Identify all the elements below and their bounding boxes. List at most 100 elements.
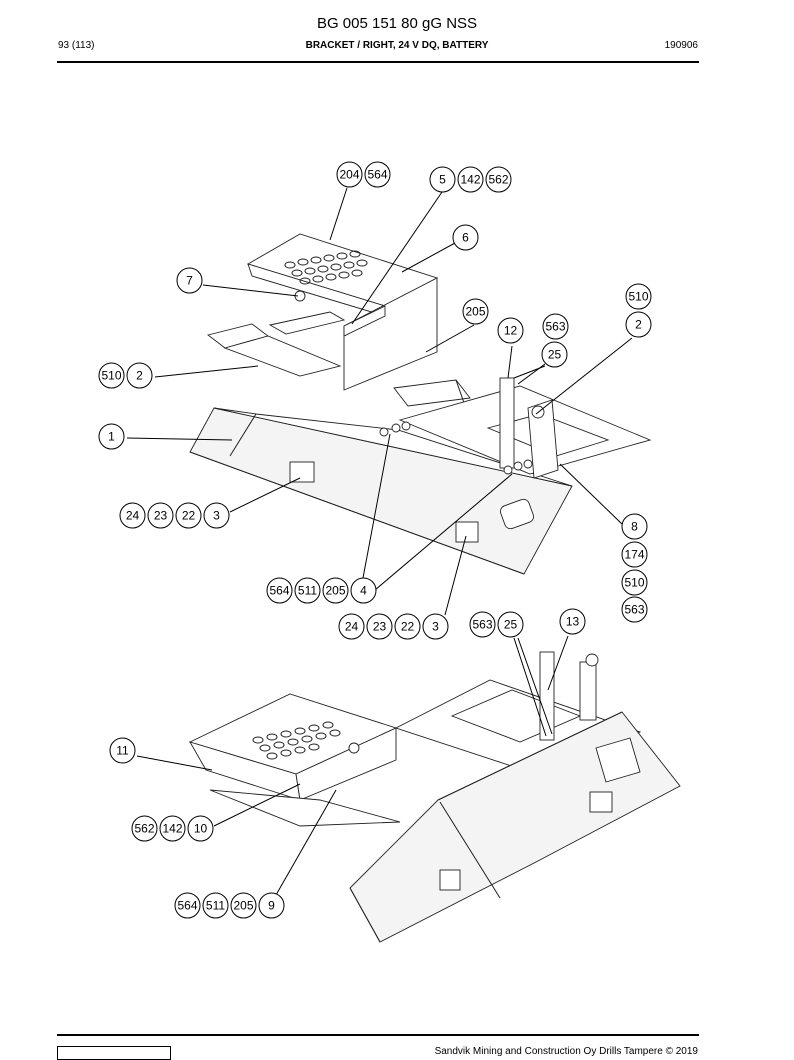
- callout-label: 24: [345, 620, 359, 634]
- callout-bubble: 511: [294, 577, 321, 604]
- callout-circle: [175, 502, 202, 529]
- callout-bubble: 4: [350, 577, 377, 604]
- callout-circle: [462, 298, 489, 325]
- callout-label: 4: [360, 584, 367, 598]
- callout-bubble: 22: [175, 502, 202, 529]
- callout-bubble: 563: [542, 313, 569, 340]
- document-title: BG 005 151 80 gG NSS: [316, 15, 478, 32]
- leader-lines: [126, 187, 633, 896]
- callout-bubble: 2: [625, 311, 652, 338]
- callout-bubble: 205: [322, 577, 349, 604]
- callout-label: 10: [194, 822, 208, 836]
- callout-bubble: 142: [457, 166, 484, 193]
- callout-circle: [621, 541, 648, 568]
- callout-circle: [364, 161, 391, 188]
- callout-circle: [497, 317, 524, 344]
- callout-label: 511: [206, 899, 225, 913]
- drawing-subtitle: BRACKET / RIGHT, 24 V DQ, BATTERY: [305, 40, 489, 51]
- callout-label: 563: [624, 603, 644, 617]
- callout-label: 9: [268, 899, 275, 913]
- callout-label: 205: [233, 899, 253, 913]
- callout-bubble: 563: [469, 611, 496, 638]
- callout-bubble: 11: [109, 737, 136, 764]
- callout-bubble: 23: [366, 613, 393, 640]
- callout-bubble: 510: [625, 283, 652, 310]
- callout-label: 563: [545, 320, 565, 334]
- callout-circle: [621, 596, 648, 623]
- callout-bubble: 24: [119, 502, 146, 529]
- callout-circle: [541, 341, 568, 368]
- callout-bubble: 13: [559, 608, 586, 635]
- callout-circle: [176, 267, 203, 294]
- callout-circle: [266, 577, 293, 604]
- callout-label: 564: [177, 899, 197, 913]
- upper-assembly: [189, 233, 652, 575]
- callout-circle: [322, 577, 349, 604]
- callout-label: 25: [504, 618, 518, 632]
- callout-label: 510: [624, 576, 644, 590]
- callout-circle: [621, 513, 648, 540]
- footer-rule: [57, 1034, 699, 1036]
- callout-label: 510: [628, 290, 648, 304]
- callout-bubble: 6: [452, 224, 479, 251]
- callout-circle: [230, 892, 257, 919]
- callout-label: 22: [182, 509, 196, 523]
- lower-perforations: [252, 721, 341, 760]
- callout-circle: [187, 815, 214, 842]
- callout-circle: [366, 613, 393, 640]
- callout-label: 562: [134, 822, 154, 836]
- callout-label: 23: [154, 509, 168, 523]
- callout-bubble: 22: [394, 613, 421, 640]
- callout-label: 205: [465, 305, 485, 319]
- callout-bubble: 511: [202, 892, 229, 919]
- callout-circle: [294, 577, 321, 604]
- callout-circle: [147, 502, 174, 529]
- callout-bubble: 563: [621, 596, 648, 623]
- callout-label: 5: [439, 173, 446, 187]
- callout-circle: [469, 611, 496, 638]
- callout-label: 11: [116, 744, 129, 758]
- callout-label: 12: [504, 324, 518, 338]
- callout-bubble: 564: [266, 577, 293, 604]
- callout-circle: [98, 423, 125, 450]
- callout-bubble: 174: [621, 541, 648, 568]
- callout-label: 563: [472, 618, 492, 632]
- callout-circle: [119, 502, 146, 529]
- callout-label: 8: [631, 520, 638, 534]
- callout-label: 23: [373, 620, 387, 634]
- callout-circle: [174, 892, 201, 919]
- callout-label: 2: [136, 369, 143, 383]
- callout-circle: [350, 577, 377, 604]
- callout-circle: [452, 224, 479, 251]
- callout-label: 511: [298, 584, 317, 598]
- top-perforations: [284, 250, 368, 285]
- header-rule: [57, 61, 699, 63]
- callout-bubble: 564: [364, 161, 391, 188]
- callout-label: 24: [126, 509, 140, 523]
- callout-circle: [625, 311, 652, 338]
- callout-circle: [422, 613, 449, 640]
- callout-bubble: 25: [541, 341, 568, 368]
- page-number: 93 (113): [58, 40, 95, 51]
- callout-circle: [131, 815, 158, 842]
- callout-circle: [98, 362, 125, 389]
- callout-bubble: 25: [497, 611, 524, 638]
- callout-bubble: 142: [159, 815, 186, 842]
- callout-label: 13: [566, 615, 580, 629]
- callout-label: 1: [108, 430, 115, 444]
- callout-label: 3: [213, 509, 220, 523]
- callout-circle: [621, 569, 648, 596]
- callout-bubble: 562: [131, 815, 158, 842]
- callout-bubble: 7: [176, 267, 203, 294]
- callout-bubble: 9: [258, 892, 285, 919]
- callout-circle: [485, 166, 512, 193]
- lower-assembly: [188, 651, 681, 943]
- callout-label: 142: [162, 822, 182, 836]
- callout-circle: [159, 815, 186, 842]
- callout-label: 22: [401, 620, 415, 634]
- callout-bubble: 12: [497, 317, 524, 344]
- callout-label: 7: [186, 274, 193, 288]
- callout-label: 25: [548, 348, 562, 362]
